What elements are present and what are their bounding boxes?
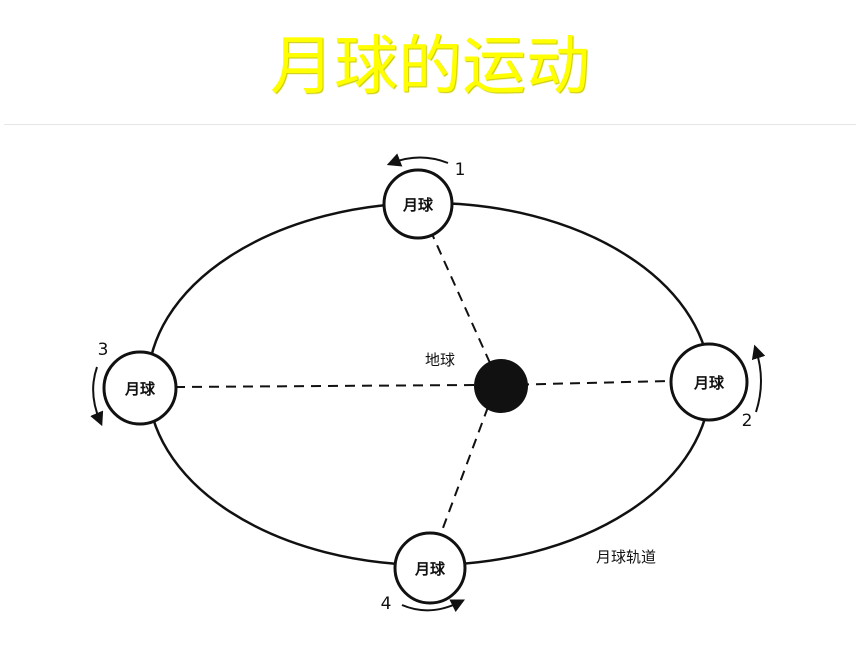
rotation-arrow-2 xyxy=(386,153,449,167)
line-earth-moon-2 xyxy=(431,233,491,364)
earth-label: 地球 xyxy=(425,351,455,369)
line-earth-moon-4 xyxy=(439,406,489,537)
moon-2-number: 1 xyxy=(455,160,466,180)
moon-1: 月球 xyxy=(669,342,749,422)
moon-3: 月球 xyxy=(102,350,178,426)
moon-3-number: 3 xyxy=(98,340,109,360)
rotation-arrow-3 xyxy=(90,366,104,427)
orbit-label: 月球轨道 xyxy=(596,548,656,566)
moon-2: 月球 xyxy=(382,168,454,240)
moon-4-label: 月球 xyxy=(414,560,446,578)
line-earth-moon-1 xyxy=(501,380,671,386)
rotation-arrow-4 xyxy=(401,599,466,613)
page-title: 月球的运动 xyxy=(270,30,590,104)
line-earth-moon-3 xyxy=(175,384,475,388)
moon-orbit xyxy=(146,201,712,567)
moon-4-number: 4 xyxy=(381,594,392,614)
moon-orbit-diagram: 地球 月球 2 月球 1 月球 3 月球 4 月球轨道 xyxy=(90,153,766,614)
moon-3-label: 月球 xyxy=(124,380,156,398)
moon-1-number: 2 xyxy=(742,411,753,431)
rotation-arrow-1 xyxy=(751,344,766,413)
earth xyxy=(474,359,528,413)
moon-1-label: 月球 xyxy=(693,374,725,392)
diagram-panel: 地球 月球 2 月球 1 月球 3 月球 4 月球轨道 xyxy=(4,124,856,646)
moon-2-label: 月球 xyxy=(402,196,434,214)
moon-4: 月球 xyxy=(393,531,467,605)
